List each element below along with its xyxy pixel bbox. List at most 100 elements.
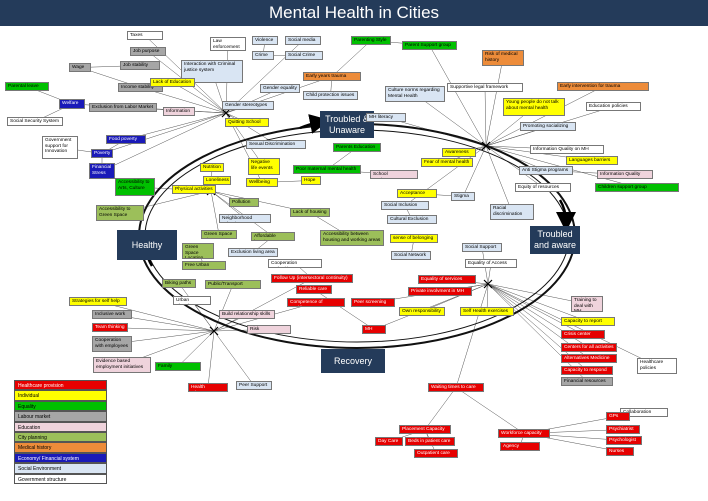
node-food-poverty: Food poverty <box>106 135 146 144</box>
hub-marker-2 <box>483 279 493 289</box>
node-hope: Hope <box>301 176 321 185</box>
node-capacity-respond: Capacity to respond <box>561 366 613 375</box>
edge-waiting_times-workforce_capacity <box>455 387 525 434</box>
node-culture-norms: Culture norms regarding Mental Health <box>385 86 445 102</box>
edge-training_mh <box>487 283 588 305</box>
node-gps: GPs <box>606 412 630 421</box>
node-information: Information <box>163 107 195 116</box>
node-awareness: Awareness <box>442 148 476 157</box>
legend-item: City planning <box>14 431 107 443</box>
phase-healthy: Healthy <box>117 230 177 260</box>
node-parental-leave: Parental leave <box>5 82 49 91</box>
page-title: Mental Health in Cities <box>0 0 708 26</box>
edge-supportive_legal <box>484 87 487 147</box>
legend-item: Individual <box>14 390 107 401</box>
node-health-advocate: Health advocate <box>188 383 228 392</box>
legend-item: Economy/ Financial system <box>14 452 107 464</box>
node-risk-management: Risk management <box>247 325 291 334</box>
node-waiting-times: Waiting times to care <box>428 383 484 392</box>
node-children-support: Children support group <box>595 183 679 192</box>
node-income-stability: Income stability <box>118 83 163 92</box>
node-accessibility-arts: Accessibility to Arts, Culture <box>115 178 155 196</box>
node-mh-team: MH team <box>362 325 386 334</box>
node-equality-access: Equality of Access <box>465 259 517 268</box>
legend-item: Healthcare provision <box>14 380 107 391</box>
edge-waiting_times-placement_capacity <box>424 387 457 430</box>
node-gov-support: Government support for Innovation <box>42 136 78 159</box>
phase-troubled-unaware: Troubled & Unaware <box>320 111 374 138</box>
edge-neighborhood_cohesion <box>210 190 246 219</box>
node-taxes: Taxes <box>127 31 163 40</box>
node-training-mh: Training to deal with MH <box>571 296 603 312</box>
node-financial-stress: Financial Stress <box>89 163 115 179</box>
node-negative-life: Negative life events <box>248 158 280 175</box>
node-private-involvement: Private involvment in MH <box>408 287 472 296</box>
node-pollution: Pollution <box>229 198 259 207</box>
node-gender-equality: Gender equality <box>260 84 300 93</box>
node-poverty: Poverty <box>91 149 113 158</box>
node-lack-education: Lack of Education <box>150 78 195 87</box>
node-social-support: Social Support <box>462 243 502 252</box>
edge-equity_resources <box>485 145 544 188</box>
node-agency-workers: Agency Workers <box>500 442 540 451</box>
node-cooperation-authorities: Cooperation authorities <box>268 259 322 268</box>
node-fear-mh: Fear of mental health <box>421 158 473 167</box>
node-parent-support: Parent Support group <box>402 41 457 50</box>
legend-item: Government structure <box>14 473 107 484</box>
node-green-space-size: Green Space Size <box>201 230 237 239</box>
node-evidence-based: Evidence based employment initiatives <box>93 357 151 373</box>
cycle-arrow-top <box>299 114 330 134</box>
node-racial-discrimination: Racial discrimination <box>490 204 534 220</box>
edge-early_trauma-parenting_style <box>331 40 372 77</box>
node-education-policies: Education policies <box>586 102 641 111</box>
node-urban-planning: Urban planning <box>173 296 211 305</box>
legend-item: Social Environment <box>14 463 107 474</box>
node-languages-barriers: Languages barriers <box>566 156 618 165</box>
node-accessibility-green: Accessibility to Green Space <box>96 205 144 221</box>
edge-culture_norms <box>414 93 487 147</box>
node-healthcare-policies: Healthcare policies <box>637 358 677 374</box>
node-financial-resources: Financial resources <box>561 377 613 386</box>
node-young-people: Young people do not talk about mental he… <box>503 98 565 116</box>
node-sexual-discrimination: Sexual Discrimination <box>246 140 306 149</box>
edge-reliable_care-mh_team <box>313 289 375 330</box>
node-social-media: Social media <box>285 36 321 45</box>
node-outpatient-care: Outpatient care <box>414 449 458 458</box>
node-social-security: Social Security System <box>7 117 63 126</box>
node-strategies-self-help: Strategies for self help <box>69 297 127 306</box>
hub-marker-0 <box>221 108 231 118</box>
edge-affordable_housing <box>210 190 274 237</box>
node-anti-stigma: Anti Stigma programs <box>519 166 573 175</box>
node-job-purpose: Job purpose <box>130 47 166 56</box>
legend-item: Labour market <box>14 411 107 422</box>
node-nutrition: Nutrition <box>200 163 224 172</box>
node-centers-activities: Centers for all activities <box>561 343 617 352</box>
node-info-quality-mh: Information Quality on MH <box>530 145 604 154</box>
hub-marker-1 <box>481 141 491 151</box>
phase-troubled-aware: Troubled and aware <box>530 226 580 254</box>
node-beds-inpatient: Beds in patient care <box>405 437 455 446</box>
node-violence: Violence <box>252 36 278 45</box>
hub-marker-3 <box>209 326 219 336</box>
node-promoting-socializing: Promoting socializing <box>520 122 576 131</box>
node-parents-education: Parents Education <box>333 143 381 152</box>
node-family-engagement: Family Engagement <box>155 362 201 371</box>
node-psychiatrist: Psychiatrist <box>606 425 640 434</box>
node-wage: Wage <box>69 63 91 72</box>
legend-item: Medical history <box>14 442 107 453</box>
node-day-care: Day Care <box>375 437 403 446</box>
edge-crisis_center <box>487 283 584 335</box>
node-interaction-criminal: Interaction with Criminal justice system <box>181 60 243 83</box>
node-social-inclusion: Social Inclusion <box>381 201 429 210</box>
edge-peer_support <box>213 330 255 386</box>
node-own-responsibility: Own responsibility <box>399 307 445 316</box>
edge-risk_medical <box>485 57 504 147</box>
node-nurses: Nurses <box>606 447 634 456</box>
node-peer-support: Peer Support <box>236 381 272 390</box>
node-cooperation-employees: Cooperation with employees <box>92 336 132 352</box>
node-peer-screening: Peer screening <box>351 298 395 307</box>
node-workforce-capacity: Workforce capacity <box>498 429 550 438</box>
node-reliable-care: Reliable care <box>296 285 332 294</box>
node-law-enforcement: Law enforcement <box>210 37 246 51</box>
